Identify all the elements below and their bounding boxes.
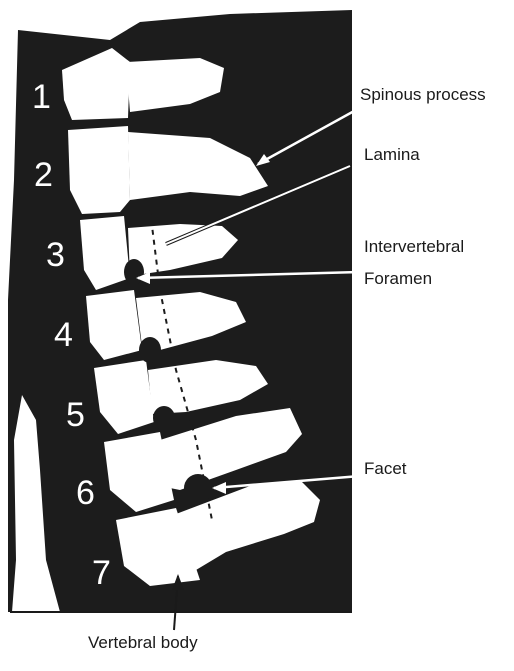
vertebral-body-2	[68, 126, 130, 214]
foramen-3	[124, 259, 144, 285]
vertebra-number-7: 7	[92, 554, 111, 592]
label-spinous-process: Spinous process	[360, 85, 486, 104]
label-facet: Facet	[364, 459, 407, 478]
vertebra-number-5: 5	[66, 396, 85, 434]
vertebra-number-6: 6	[76, 474, 95, 512]
label-vertebral-body: Vertebral body	[88, 633, 198, 652]
foramen-6	[184, 474, 212, 502]
label-intervertebral: Intervertebral	[364, 237, 464, 256]
label-foramen: Foramen	[364, 269, 432, 288]
foramen-5	[153, 406, 175, 430]
vertebra-number-1: 1	[32, 78, 51, 116]
vertebra-number-3: 3	[46, 236, 65, 274]
vertebra-number-4: 4	[54, 316, 73, 354]
label-lamina: Lamina	[364, 145, 420, 164]
vertebra-number-2: 2	[34, 156, 53, 194]
foramen-4	[139, 337, 161, 363]
